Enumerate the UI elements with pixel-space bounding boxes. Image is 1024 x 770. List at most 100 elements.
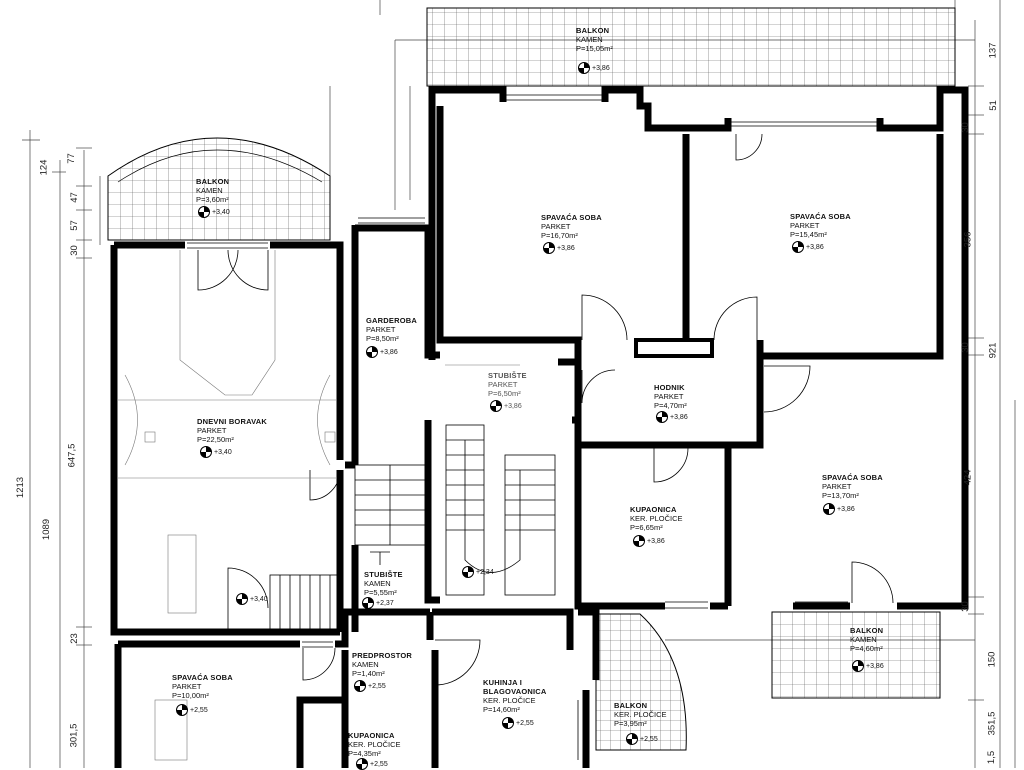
room-name: BALKON [576, 26, 610, 35]
room-floor: KAMEN [364, 579, 391, 588]
room-name-line1: KUHINJA I [483, 678, 523, 687]
room-area: P=5,55m² [364, 588, 397, 597]
room-floor: KER. PLOČICE [614, 710, 667, 719]
room-label-stubiste1: STUBIŠTE PARKET P=6,50m² [488, 371, 527, 398]
dim-right-51: 51 [987, 100, 999, 111]
level-marker: +3,86 [633, 535, 665, 547]
room-area: P=3,60m² [196, 195, 229, 204]
room-label-balkon-right: BALKON KAMEN P=4,60m² [850, 626, 883, 653]
dim-left-301-5: 301,5 [68, 723, 80, 748]
walls [110, 86, 969, 768]
room-label-bed2: SPAVAĆA SOBA PARKET P=15,45m² [790, 212, 851, 239]
level-symbol-icon [198, 206, 210, 218]
room-label-bed3: SPAVAĆA SOBA PARKET P=13,70m² [822, 473, 883, 500]
dim-right-921: 921 [987, 342, 999, 359]
room-floor: KAMEN [352, 660, 379, 669]
dim-right-30a: 30 [959, 122, 971, 133]
room-label-hodnik: HODNIK PARKET P=4,70m² [654, 383, 687, 410]
level-marker-left-stair: +3,40 [236, 593, 268, 605]
dim-left-77: 77 [65, 153, 77, 164]
level-marker: +3,86 [543, 242, 575, 254]
level-marker: +3,86 [578, 62, 610, 74]
level-marker-stair-landing: +2,34 [462, 566, 494, 578]
room-floor: KAMEN [850, 635, 877, 644]
room-label-stubiste2: STUBIŠTE KAMEN P=5,55m² [364, 570, 403, 597]
level-symbol-icon [502, 717, 514, 729]
dim-right-30b: 30 [959, 342, 971, 353]
room-area: P=4,60m² [850, 644, 883, 653]
level-symbol-icon [490, 400, 502, 412]
room-name: BALKON [614, 701, 648, 710]
dim-right-356: 356 [962, 231, 974, 248]
level-marker: +2,55 [176, 704, 208, 716]
room-floor: PARKET [366, 325, 396, 334]
room-area: P=10,00m² [172, 691, 209, 700]
room-name: SPAVAĆA SOBA [541, 213, 602, 222]
room-name: SPAVAĆA SOBA [822, 473, 883, 482]
room-label-bed1: SPAVAĆA SOBA PARKET P=16,70m² [541, 213, 602, 240]
room-name: BALKON [850, 626, 884, 635]
room-label-balkon-bottom: BALKON KER. PLOČICE P=3,95m² [614, 701, 667, 728]
room-floor: PARKET [790, 221, 820, 230]
level-symbol-icon [462, 566, 474, 578]
level-symbol-icon [356, 758, 368, 770]
dim-right-351-5: 351,5 [986, 711, 998, 736]
room-area: P=13,70m² [822, 491, 859, 500]
doors [197, 133, 894, 686]
level-marker: +2,55 [356, 758, 388, 770]
room-floor: PARKET [822, 482, 852, 491]
room-area: P=22,50m² [197, 435, 234, 444]
dim-left-30: 30 [68, 245, 80, 256]
level-marker: +3,40 [198, 206, 230, 218]
room-floor: KER. PLOČICE [348, 740, 401, 749]
level-symbol-icon [852, 660, 864, 672]
level-symbol-icon [362, 597, 374, 609]
room-name: DNEVNI BORAVAK [197, 417, 268, 426]
room-area: P=16,70m² [541, 231, 578, 240]
room-area: P=6,50m² [488, 389, 521, 398]
room-floor: PARKET [197, 426, 227, 435]
windows [187, 94, 878, 760]
dim-left-124: 124 [38, 159, 50, 176]
balcony-left [107, 137, 331, 241]
room-area: P=14,60m² [483, 705, 520, 714]
room-name: STUBIŠTE [364, 570, 403, 579]
room-label-balkon-left: BALKON KAMEN P=3,60m² [196, 177, 229, 204]
dim-right-30c: 30 [959, 601, 971, 612]
dim-right-150: 150 [986, 651, 998, 668]
room-area: P=15,45m² [790, 230, 827, 239]
stairs [269, 424, 556, 631]
room-name: PREDPROSTOR [352, 651, 412, 660]
level-symbol-icon [792, 241, 804, 253]
level-symbol-icon [626, 733, 638, 745]
room-name: KUPAONICA [630, 505, 677, 514]
level-marker: +2,55 [354, 680, 386, 692]
dim-left-1089: 1089 [41, 518, 53, 541]
room-floor: PARKET [654, 392, 684, 401]
room-area: P=6,65m² [630, 523, 663, 532]
room-area: P=3,95m² [614, 719, 647, 728]
room-label-bed4: SPAVAĆA SOBA PARKET P=10,00m² [172, 673, 233, 700]
level-marker: +3,86 [366, 346, 398, 358]
level-marker: +3,86 [823, 503, 855, 515]
room-floor: KER. PLOČICE [483, 696, 536, 705]
level-marker: +3,40 [200, 446, 232, 458]
dim-left-1213: 1213 [15, 476, 27, 499]
room-label-kuhinja: KUHINJA I BLAGOVAONICA KER. PLOČICE P=14… [483, 678, 547, 714]
balcony-right [771, 611, 941, 699]
level-marker: +3,86 [490, 400, 522, 412]
level-symbol-icon [176, 704, 188, 716]
level-marker: +2,55 [626, 733, 658, 745]
room-area: P=15,05m² [576, 44, 613, 53]
level-marker: +3,86 [792, 241, 824, 253]
level-symbol-icon [543, 242, 555, 254]
level-marker: +2,37 [362, 597, 394, 609]
level-symbol-icon [236, 593, 248, 605]
level-symbol-icon [578, 62, 590, 74]
room-label-predprostor: PREDPROSTOR KAMEN P=1,40m² [352, 651, 412, 678]
level-marker: +3,86 [852, 660, 884, 672]
room-area: P=8,50m² [366, 334, 399, 343]
balcony-top [426, 7, 956, 87]
level-marker: +2,55 [502, 717, 534, 729]
dim-left-57: 57 [68, 220, 80, 231]
